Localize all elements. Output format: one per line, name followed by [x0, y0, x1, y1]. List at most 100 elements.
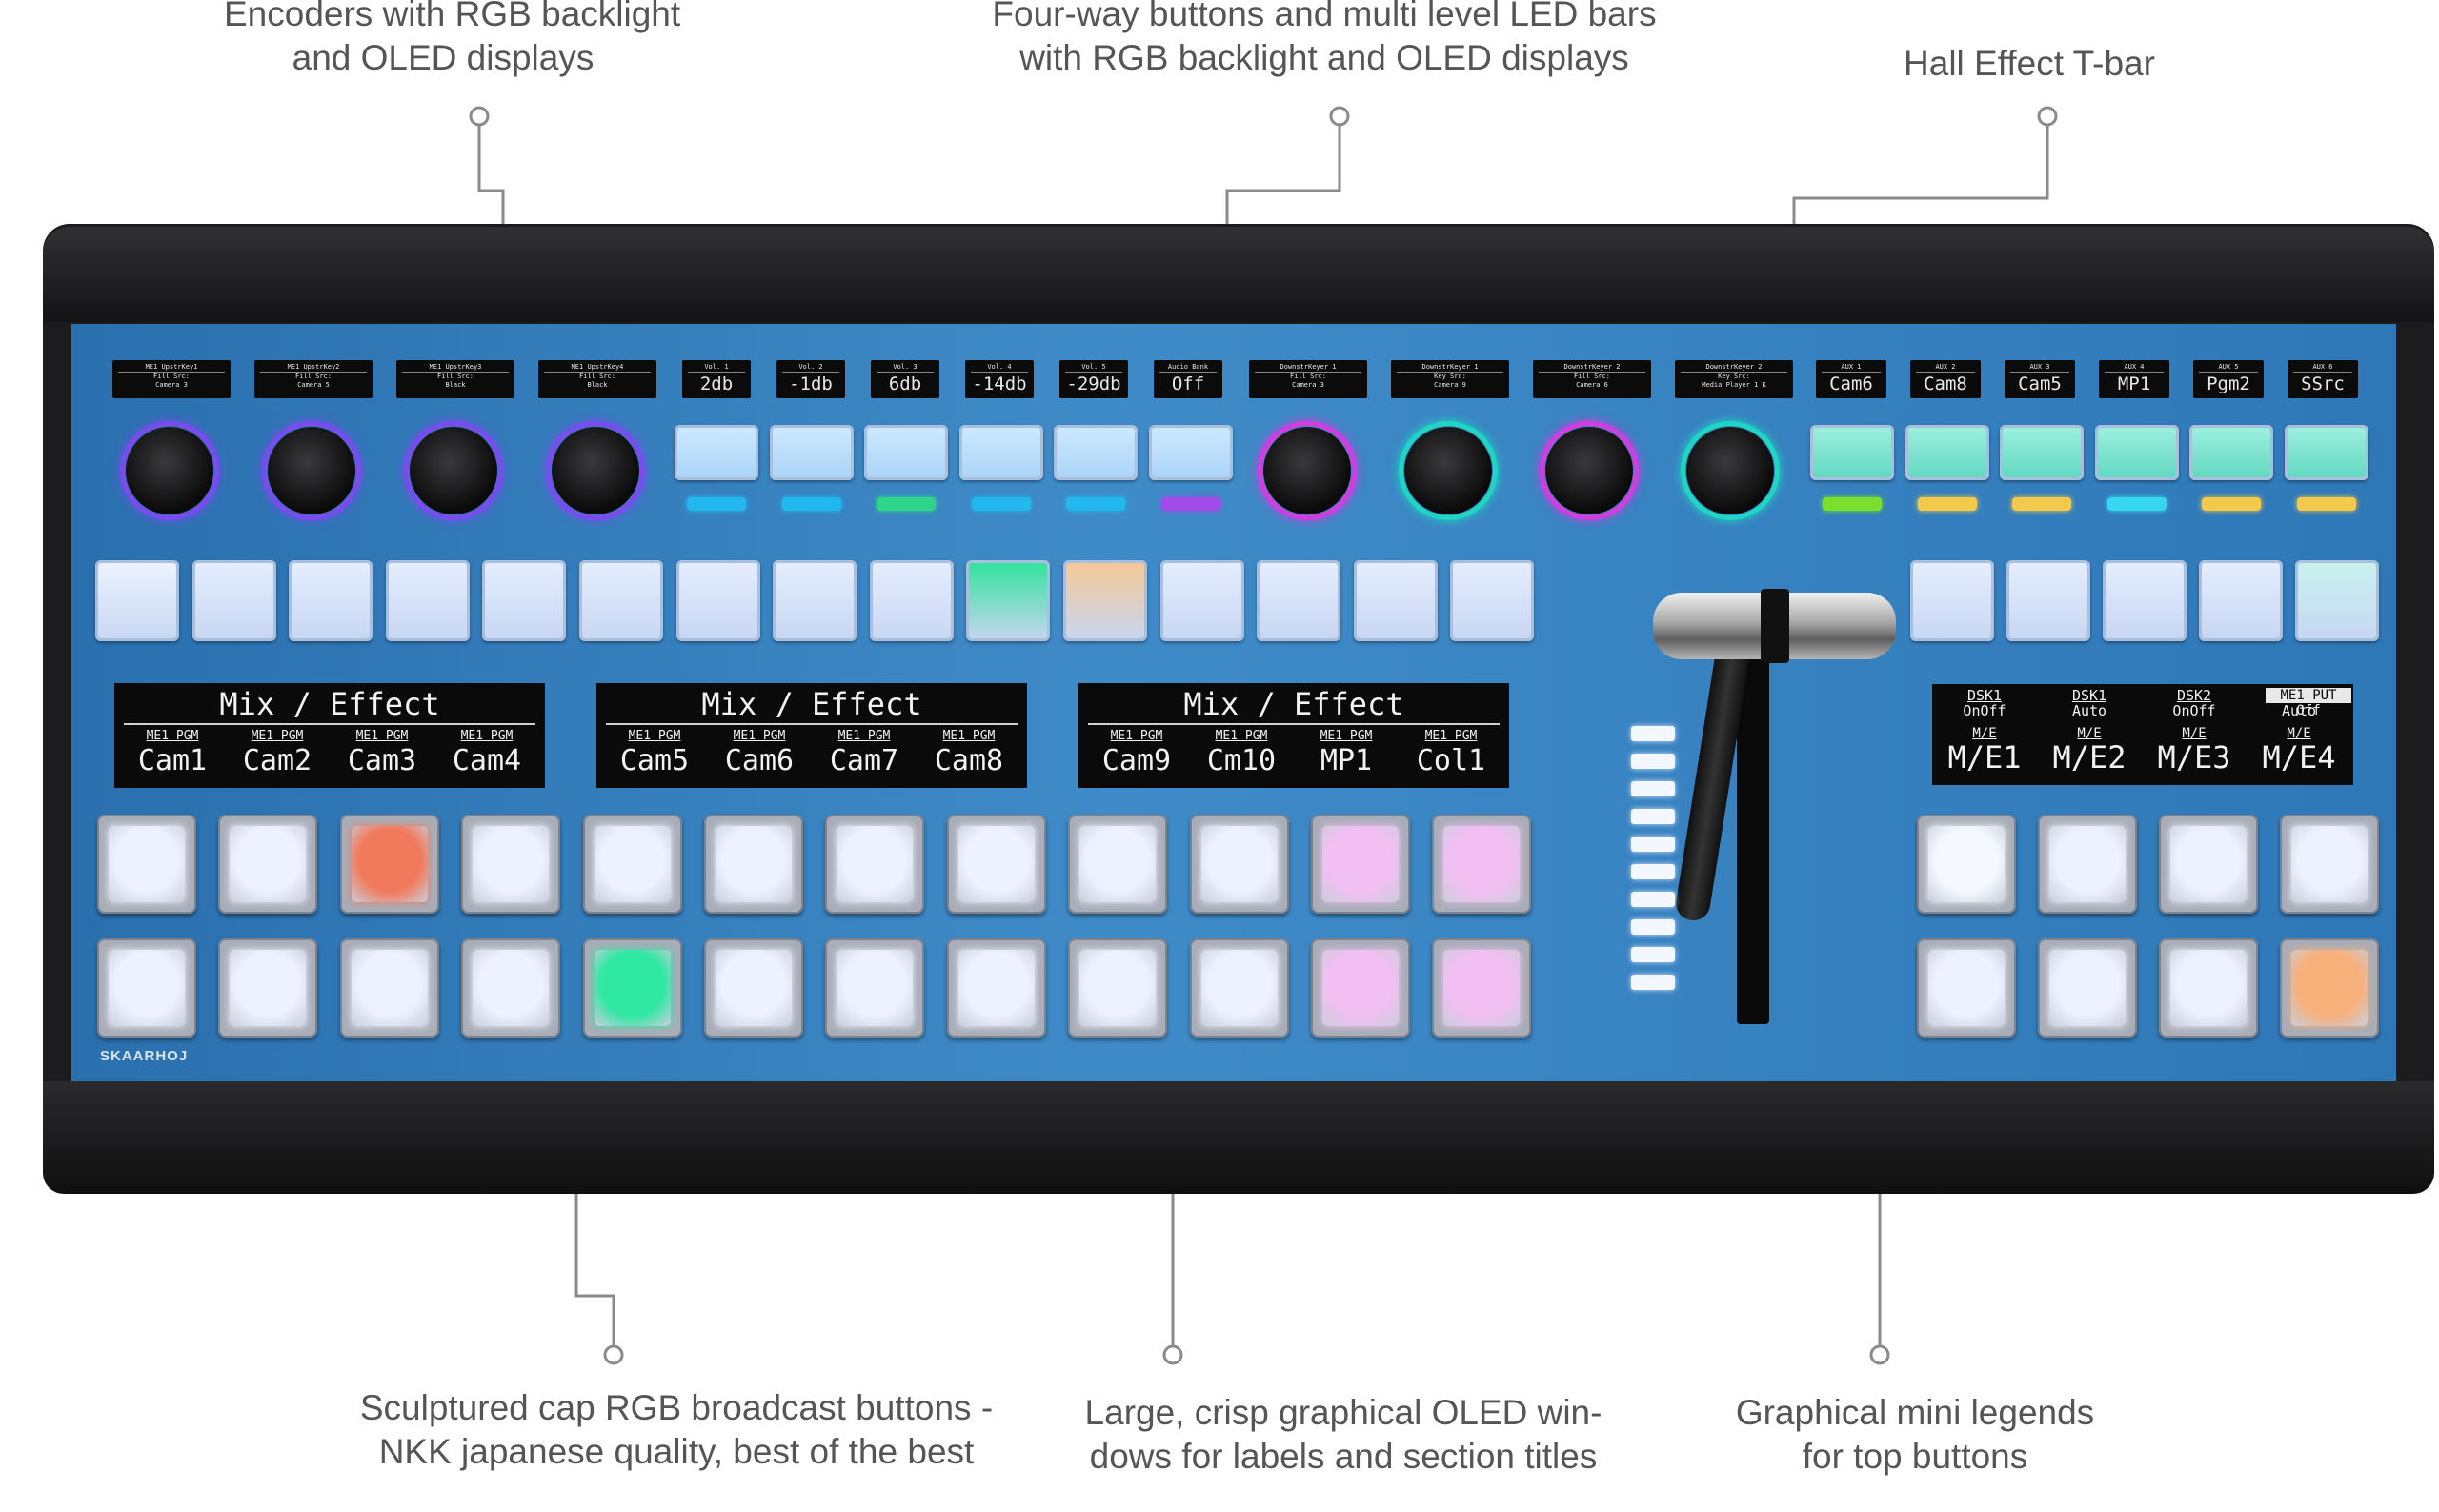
- encoder-knob[interactable]: [410, 427, 497, 514]
- tbar-led: [1631, 892, 1675, 907]
- top-button[interactable]: [289, 560, 373, 641]
- broadcast-button[interactable]: [825, 938, 925, 1038]
- fourway-button[interactable]: [1148, 425, 1233, 480]
- button-cap: [2170, 950, 2247, 1026]
- broadcast-button[interactable]: [582, 938, 682, 1038]
- fourway-display: Vol. 3 6db: [871, 360, 939, 398]
- aux-display: AUX 1 Cam6: [1816, 360, 1886, 398]
- top-button[interactable]: [95, 560, 179, 641]
- top-button[interactable]: [191, 560, 276, 641]
- top-button[interactable]: [675, 560, 760, 641]
- top-button[interactable]: [2295, 560, 2379, 641]
- led-bar: [971, 497, 1031, 511]
- fourway-button[interactable]: [675, 425, 758, 480]
- broadcast-button[interactable]: [1917, 938, 2016, 1038]
- tbar-led: [1631, 975, 1675, 990]
- broadcast-button[interactable]: [339, 815, 439, 914]
- broadcast-button[interactable]: [1189, 938, 1289, 1038]
- led-bar: [2106, 497, 2167, 511]
- fourway-button[interactable]: [2094, 425, 2179, 480]
- fourway-button[interactable]: [2284, 425, 2368, 480]
- broadcast-button[interactable]: [461, 815, 561, 914]
- encoder-knob[interactable]: [1545, 427, 1633, 514]
- broadcast-button[interactable]: [218, 815, 318, 914]
- encoder-knob[interactable]: [1263, 427, 1351, 514]
- button-cap: [1322, 826, 1399, 902]
- broadcast-button[interactable]: [339, 938, 439, 1038]
- fourway-button[interactable]: [2189, 425, 2273, 480]
- aux-display: AUX 6 SSrc: [2288, 360, 2358, 398]
- top-button[interactable]: [869, 560, 954, 641]
- broadcast-button[interactable]: [582, 815, 682, 914]
- top-button[interactable]: [1159, 560, 1244, 641]
- button-cap: [957, 826, 1035, 902]
- top-button[interactable]: [385, 560, 470, 641]
- encoder-knob[interactable]: [1404, 427, 1492, 514]
- fourway-display: Vol. 2 -1db: [776, 360, 845, 398]
- oled-cell: DSK1 Auto M/E M/E2: [2052, 687, 2127, 776]
- top-button[interactable]: [966, 560, 1051, 641]
- broadcast-button[interactable]: [2280, 815, 2379, 914]
- broadcast-button[interactable]: [2159, 938, 2258, 1038]
- encoder-display: ME1 UpstrKey4 Fill Src: Black: [538, 360, 656, 398]
- broadcast-button[interactable]: [218, 938, 318, 1038]
- broadcast-button[interactable]: [704, 938, 803, 1038]
- fourway-button[interactable]: [1905, 425, 1989, 480]
- button-cap: [957, 950, 1035, 1026]
- broadcast-button[interactable]: [1432, 938, 1532, 1038]
- led-bar: [2012, 497, 2071, 511]
- broadcast-button[interactable]: [97, 938, 196, 1038]
- broadcast-button[interactable]: [704, 815, 803, 914]
- broadcast-button[interactable]: [1068, 815, 1168, 914]
- encoder-knob[interactable]: [1686, 427, 1774, 514]
- broadcast-button[interactable]: [461, 938, 561, 1038]
- oled-cell: DSK1 OnOff M/E M/E1: [1947, 687, 2022, 776]
- broadcast-button[interactable]: [1068, 938, 1168, 1038]
- broadcast-button[interactable]: [946, 938, 1046, 1038]
- broadcast-button[interactable]: [2038, 938, 2137, 1038]
- fourway-button[interactable]: [2000, 425, 2084, 480]
- top-button[interactable]: [1353, 560, 1438, 641]
- broadcast-button[interactable]: [1311, 938, 1410, 1038]
- broadcast-button[interactable]: [2280, 938, 2379, 1038]
- broadcast-button[interactable]: [2038, 815, 2137, 914]
- button-cap: [1928, 826, 2005, 902]
- fourway-display: Vol. 4 -14db: [965, 360, 1034, 398]
- tbar-led: [1631, 947, 1675, 962]
- top-button[interactable]: [773, 560, 857, 641]
- callout-fourway: Four-way buttons and multi level LED bar…: [992, 0, 1657, 77]
- broadcast-button[interactable]: [2159, 815, 2258, 914]
- broadcast-button[interactable]: [1311, 815, 1410, 914]
- broadcast-button[interactable]: [1917, 815, 2016, 914]
- fourway-button[interactable]: [864, 425, 948, 480]
- fourway-button[interactable]: [1054, 425, 1138, 480]
- encoder-knob[interactable]: [268, 427, 355, 514]
- broadcast-button[interactable]: [1432, 815, 1532, 914]
- fourway-button[interactable]: [958, 425, 1043, 480]
- led-bar: [2296, 497, 2356, 511]
- tbar-led: [1631, 781, 1675, 796]
- broadcast-button[interactable]: [946, 815, 1046, 914]
- top-button[interactable]: [2006, 560, 2090, 641]
- fourway-button[interactable]: [769, 425, 854, 480]
- broadcast-button[interactable]: [1189, 815, 1289, 914]
- encoder-knob[interactable]: [126, 427, 213, 514]
- tbar-led: [1631, 809, 1675, 824]
- top-button[interactable]: [1063, 560, 1147, 641]
- top-button[interactable]: [2103, 560, 2187, 641]
- broadcast-button[interactable]: [825, 815, 925, 914]
- top-button[interactable]: [1910, 560, 1994, 641]
- led-bar: [1066, 497, 1125, 511]
- encoder-knob[interactable]: [552, 427, 639, 514]
- top-button[interactable]: [1257, 560, 1341, 641]
- top-button[interactable]: [1450, 560, 1535, 641]
- top-button[interactable]: [579, 560, 663, 641]
- broadcast-button[interactable]: [97, 815, 196, 914]
- top-button[interactable]: [482, 560, 567, 641]
- fourway-button[interactable]: [1810, 425, 1894, 480]
- top-button[interactable]: [2199, 560, 2283, 641]
